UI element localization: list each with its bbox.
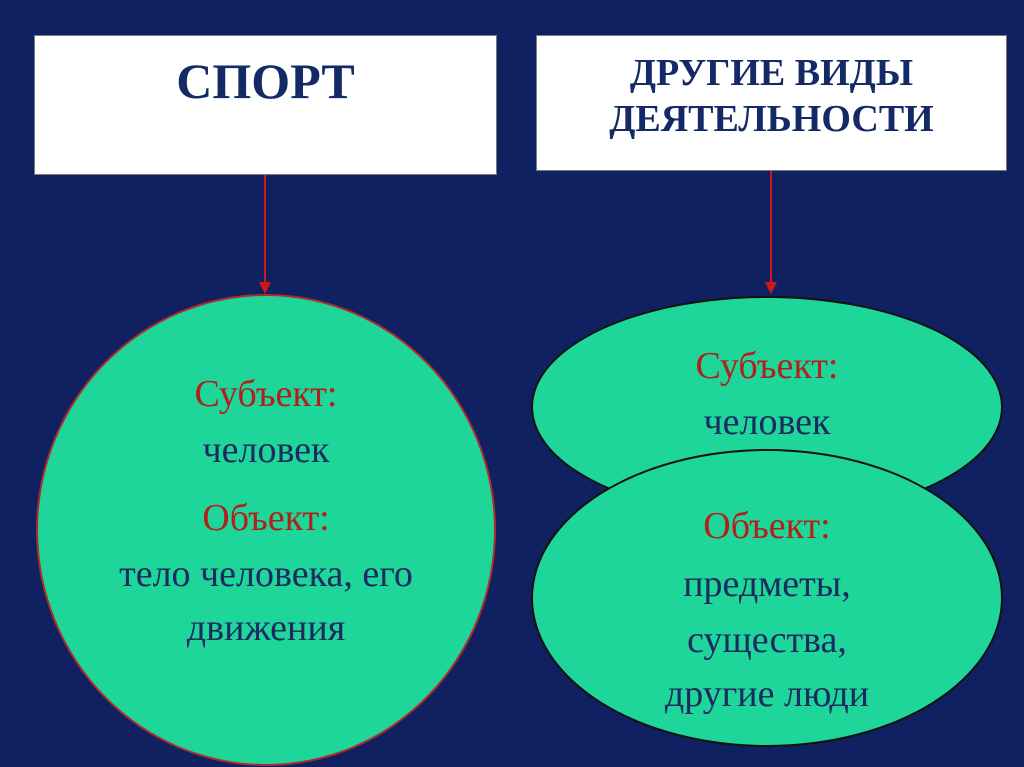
other-object-line-2: существа, (687, 619, 847, 661)
arrow-other-line (770, 171, 772, 283)
other-activities-line-1: ДРУГИЕ ВИДЫ (629, 52, 914, 94)
sport-object-line-2: движения (186, 607, 346, 649)
sport-circle (36, 294, 496, 766)
other-activities-title: ДРУГИЕ ВИДЫ ДЕЯТЕЛЬНОСТИ (609, 50, 933, 142)
other-object-line-1: предметы, (683, 563, 851, 605)
sport-object-label: Объект: (202, 497, 330, 539)
sport-object-line-1: тело человека, его (119, 553, 413, 595)
other-subject-label: Субъект: (695, 345, 839, 387)
sport-subject-label: Субъект: (194, 373, 338, 415)
arrow-sport-line (264, 175, 266, 283)
sport-box: СПОРТ (34, 35, 497, 175)
other-subject-value: человек (703, 401, 831, 443)
arrow-other-head (765, 282, 777, 294)
other-object-label: Объект: (703, 505, 831, 547)
other-object-line-3: другие люди (664, 673, 870, 715)
sport-title: СПОРТ (176, 53, 355, 109)
sport-subject-value: человек (202, 429, 330, 471)
other-object-ellipse (531, 449, 1003, 747)
arrow-sport-head (259, 282, 271, 294)
other-activities-line-2: ДЕЯТЕЛЬНОСТИ (609, 98, 934, 140)
other-activities-box: ДРУГИЕ ВИДЫ ДЕЯТЕЛЬНОСТИ (536, 35, 1007, 171)
